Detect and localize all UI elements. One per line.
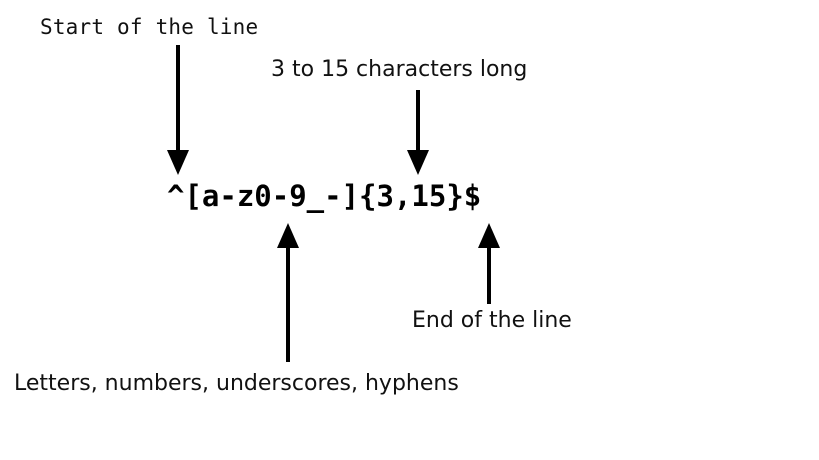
arrow-up-end-of-line xyxy=(478,223,500,304)
arrow-down-length-range xyxy=(407,90,429,175)
regex-pattern-text: ^[a-z0-9_-]{3,15}$ xyxy=(167,179,482,213)
clipped-glyph-fragment: : xyxy=(0,373,3,395)
annotation-label-length-range: 3 to 15 characters long xyxy=(271,57,528,82)
annotation-label-allowed-characters: Letters, numbers, underscores, hyphens xyxy=(14,371,459,396)
annotation-label-start-of-line: Start of the line xyxy=(40,15,259,39)
arrow-up-allowed-characters xyxy=(277,223,299,362)
annotation-label-end-of-line: End of the line xyxy=(412,308,572,333)
arrow-down-start-of-line xyxy=(167,45,189,175)
